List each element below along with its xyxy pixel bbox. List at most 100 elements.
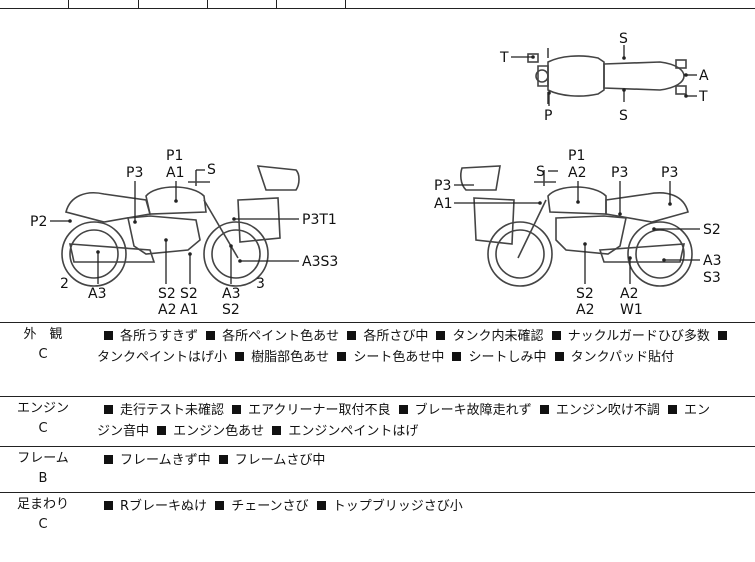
category-cell: エンジン C (0, 397, 86, 439)
category-name: エンジン (16, 401, 69, 416)
list-item: エンジンペイントはげ (268, 424, 418, 439)
callout-left-s2-b: S2 (180, 286, 198, 302)
callout-top-rear-t: T (698, 89, 708, 105)
right-view-fork (517, 199, 547, 259)
right-view-fairing-bag (473, 197, 515, 245)
list-item: Rブレーキぬけ (100, 499, 207, 514)
list-item: トップブリッジさび小 (313, 499, 463, 514)
callout-right-a2-bottom: A2 (576, 302, 594, 318)
callout-right-a2: A2 (568, 165, 586, 181)
list-item: タンクペイントはげ小 (97, 350, 228, 365)
category-grade: C (38, 421, 48, 436)
callout-top-seat-s: S (619, 108, 628, 124)
category-grade: B (38, 471, 48, 486)
inspection-row-suspension: 足まわり C Rブレーキぬけ チェーンさび トップブリッジさび小 (0, 493, 755, 562)
callout-left-a2: A2 (158, 302, 176, 318)
top-view-tank (547, 55, 605, 97)
left-view-mirror (188, 170, 210, 186)
callout-right-p1: P1 (568, 148, 585, 164)
callout-right-s2: S2 (703, 222, 721, 238)
callout-left-s2-a: S2 (158, 286, 176, 302)
left-view-exhaust (68, 243, 156, 263)
list-item: シートしみ中 (448, 350, 546, 365)
item-list: Rブレーキぬけ チェーンさび トップブリッジさび小 (100, 496, 749, 517)
left-view-motorcycle (61, 165, 300, 287)
category-cell: 外 観 C (0, 323, 86, 365)
callout-left-a3s3: A3S3 (302, 254, 338, 270)
callout-top-rear-a: A (699, 68, 709, 84)
callout-left-p2: P2 (30, 214, 47, 230)
list-item: シート色あせ中 (333, 350, 444, 365)
category-grade: C (38, 347, 48, 362)
top-view-rear-lamp (675, 85, 687, 95)
callout-right-p3-mid: P3 (611, 165, 628, 181)
right-view-callouts: P1 S A2 P3 A1 P3 P3 S2 A3 S3 S2 A2 (434, 148, 721, 318)
header-cell-divider (345, 0, 346, 8)
left-view-rear-wheel (61, 221, 127, 287)
list-item: ブレーキ故障走れず (395, 403, 532, 418)
list-item: フレームきず中 (100, 453, 211, 468)
top-view-rear-lamp-upper (675, 59, 687, 69)
list-item (714, 329, 734, 344)
damage-diagram: T P S S A T (0, 9, 755, 322)
callout-top-front-t: T (499, 50, 509, 66)
right-view-mirror (534, 170, 556, 186)
category-name: 足まわり (16, 497, 69, 512)
callout-right-a3: A3 (703, 253, 721, 269)
left-view-callouts: P1 A1 S P3 P2 P3T1 A3S3 2 3 A3 S2 A2 (30, 148, 338, 318)
right-view-motorcycle (460, 165, 693, 287)
top-view-motorcycle (527, 48, 687, 104)
list-item: チェーンさび (211, 499, 309, 514)
header-cell-divider (68, 0, 69, 8)
list-item: エンジン色あせ (153, 424, 264, 439)
category-name: 外 観 (23, 327, 63, 342)
callout-right-s: S (536, 164, 545, 180)
category-name: フレーム (17, 451, 69, 466)
right-view-rear-wheel (627, 221, 693, 287)
category-grade: C (38, 517, 48, 532)
list-item: ナックルガードひび多数 (548, 329, 710, 344)
top-view-seat (603, 61, 685, 91)
callout-right-a2-b: A2 (620, 286, 638, 302)
header-cell-divider (138, 0, 139, 8)
left-view-fork (203, 199, 239, 259)
left-view-front-wheel (203, 221, 269, 287)
item-list: フレームきず中 フレームさび中 (100, 450, 749, 471)
left-view-fairing-bag (237, 197, 281, 243)
callout-right-p3-bag: P3 (434, 178, 451, 194)
callout-right-s3: S3 (703, 270, 721, 286)
header-cell-divider (276, 0, 277, 8)
callout-top-tank-s: S (619, 31, 628, 47)
inspection-row-exterior: 外 観 C 各所うすきず 各所ペイント色あせ 各所さび中 タンク内未確認 ナック… (0, 323, 755, 397)
top-view-mirror-left (527, 53, 539, 63)
list-item: 走行テスト未確認 (100, 403, 224, 418)
callout-left-2: 2 (60, 276, 69, 292)
header-cell-divider (207, 0, 208, 8)
callout-left-a1-b: A1 (180, 302, 198, 318)
top-view-callouts: T P S S A T (499, 31, 709, 124)
category-cell: フレーム B (0, 447, 86, 489)
right-view-seat-fender (605, 192, 689, 223)
left-view-windshield (256, 165, 300, 191)
inspection-row-frame: フレーム B フレームきず中 フレームさび中 (0, 447, 755, 493)
list-item: フレームさび中 (215, 453, 325, 468)
left-view-engine (127, 215, 201, 255)
callout-top-front-p: P (544, 108, 552, 124)
callout-left-s2-c: S2 (222, 302, 240, 318)
right-view-exhaust (598, 243, 686, 263)
inspection-table: 外 観 C 各所うすきず 各所ペイント色あせ 各所さび中 タンク内未確認 ナック… (0, 322, 755, 562)
inspection-row-engine: エンジン C 走行テスト未確認 エアクリーナー取付不良 ブレーキ故障走れず エン… (0, 397, 755, 447)
list-item: エン (664, 403, 710, 418)
right-view-tank (547, 186, 607, 215)
list-item: 樹脂部色あせ (231, 350, 329, 365)
callout-left-a3-front: A3 (88, 286, 106, 302)
callout-left-a1: A1 (166, 165, 184, 181)
right-view-engine (555, 215, 627, 255)
damage-diagram-svg: T P S S A T (30, 31, 721, 318)
list-item: エンジン吹け不調 (536, 403, 660, 418)
right-view-windshield (460, 165, 501, 191)
list-item: タンク内未確認 (432, 329, 543, 344)
item-list: 走行テスト未確認 エアクリーナー取付不良 ブレーキ故障走れず エンジン吹け不調 … (97, 400, 749, 442)
callout-right-p3-rear: P3 (661, 165, 678, 181)
category-cell: 足まわり C (0, 493, 86, 535)
